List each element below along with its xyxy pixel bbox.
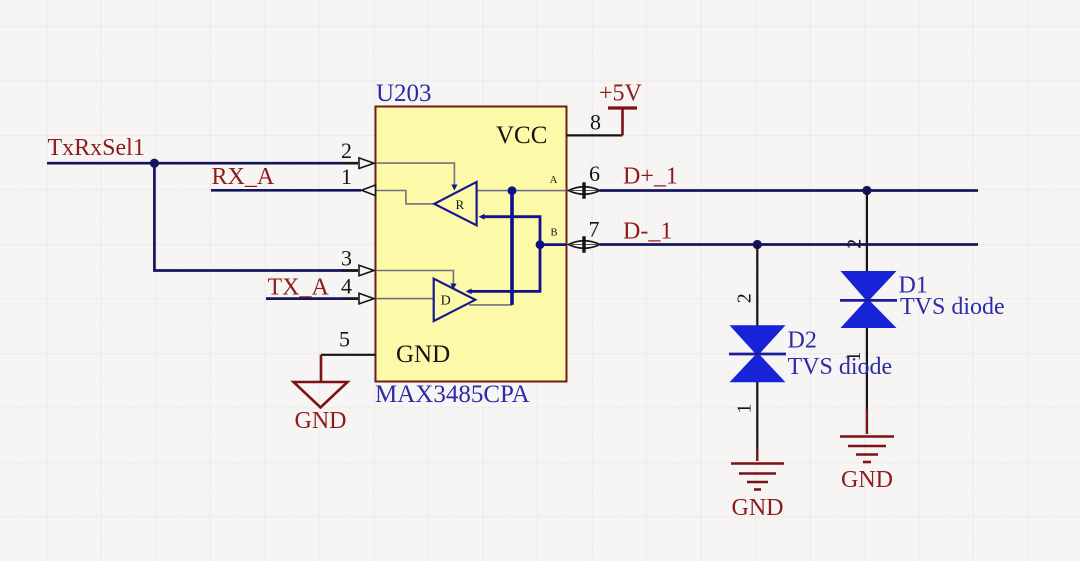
svg-text:D: D: [441, 294, 451, 309]
svg-text:2: 2: [733, 293, 755, 303]
svg-text:MAX3485CPA: MAX3485CPA: [375, 381, 530, 408]
svg-text:GND: GND: [841, 467, 893, 493]
svg-text:TxRxSel1: TxRxSel1: [48, 135, 145, 161]
svg-text:D+_1: D+_1: [623, 164, 678, 190]
svg-text:+5V: +5V: [599, 81, 643, 107]
svg-text:TVS diode: TVS diode: [788, 354, 893, 380]
svg-text:B: B: [550, 228, 557, 239]
svg-text:RX_A: RX_A: [212, 164, 275, 190]
svg-text:D-_1: D-_1: [623, 219, 672, 245]
svg-text:VCC: VCC: [496, 122, 547, 149]
svg-text:GND: GND: [396, 341, 450, 368]
svg-text:1: 1: [734, 404, 756, 414]
svg-text:D1: D1: [899, 273, 928, 299]
svg-text:2: 2: [341, 138, 352, 163]
svg-text:R: R: [455, 197, 464, 212]
svg-text:2: 2: [843, 239, 865, 249]
svg-text:8: 8: [590, 110, 601, 135]
svg-text:5: 5: [339, 327, 350, 352]
svg-text:GND: GND: [732, 495, 784, 521]
svg-text:1: 1: [341, 164, 352, 189]
svg-text:TX_A: TX_A: [268, 275, 330, 301]
svg-text:1: 1: [843, 352, 865, 362]
svg-text:GND: GND: [295, 408, 347, 434]
svg-text:3: 3: [341, 246, 352, 271]
svg-text:4: 4: [341, 274, 352, 299]
svg-text:TVS diode: TVS diode: [900, 294, 1005, 320]
svg-text:A: A: [550, 175, 558, 186]
svg-text:6: 6: [589, 161, 600, 186]
svg-text:7: 7: [589, 217, 600, 242]
svg-text:U203: U203: [376, 80, 432, 107]
svg-text:D2: D2: [788, 328, 817, 354]
